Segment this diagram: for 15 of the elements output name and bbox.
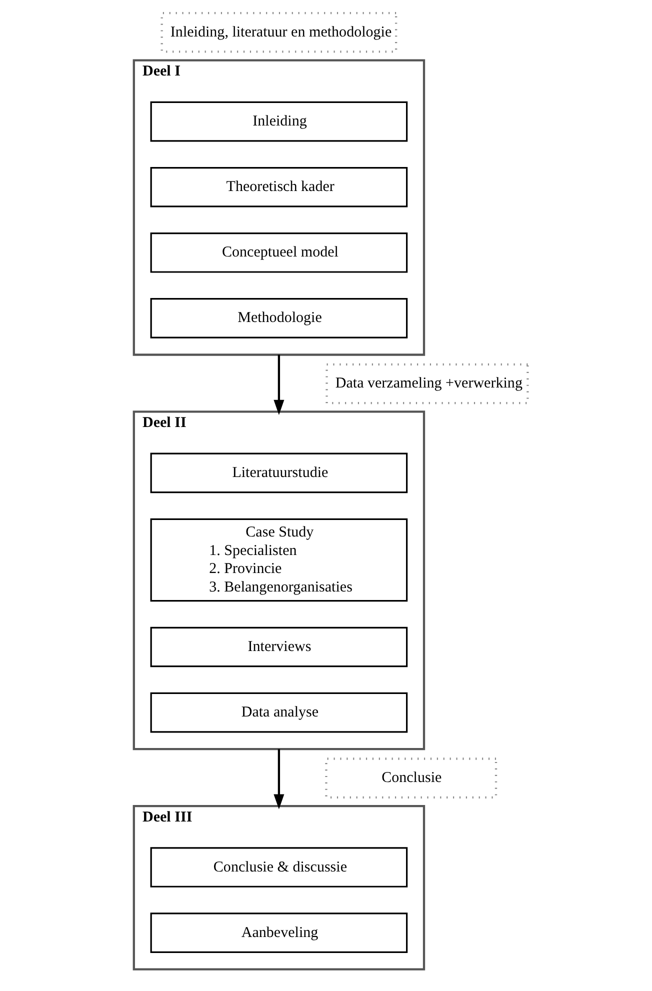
node-box: Methodologie bbox=[150, 298, 408, 338]
node-box: Theoretisch kader bbox=[150, 166, 408, 208]
node-box: Conceptueel model bbox=[150, 232, 408, 273]
arrow bbox=[273, 749, 284, 810]
arrow bbox=[273, 354, 284, 415]
node-box: Case Study 1. Specialisten 2. Provincie 3. Belangenorganisaties bbox=[150, 518, 408, 602]
node-box: Data verzameling +verwerking bbox=[325, 363, 528, 404]
node-box: Literatuurstudie bbox=[150, 452, 408, 494]
node-box: Conclusie bbox=[324, 758, 497, 798]
node-box: Conclusie & discussie bbox=[150, 847, 408, 888]
node-box: Aanbeveling bbox=[150, 912, 408, 953]
node-box: Inleiding bbox=[150, 101, 408, 142]
node-box: Interviews bbox=[150, 626, 408, 668]
node-box: Inleiding, literatuur en methodologie bbox=[160, 12, 397, 53]
node-box: Data analyse bbox=[150, 692, 408, 733]
